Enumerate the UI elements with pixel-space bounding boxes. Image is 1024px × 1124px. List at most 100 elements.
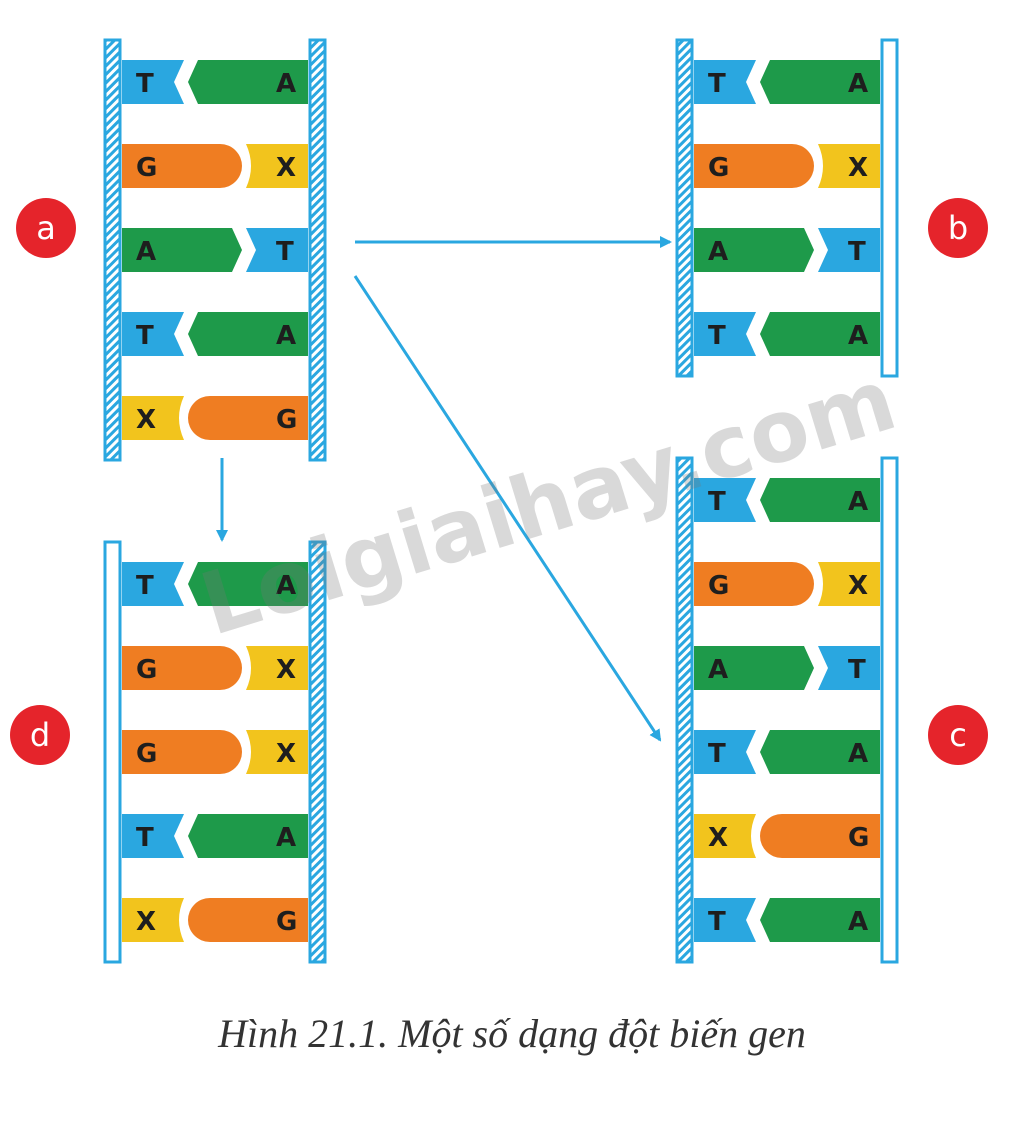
base-label: A (276, 571, 296, 601)
base-label: G (136, 655, 157, 685)
strand-right-a (308, 38, 327, 462)
base-label: A (276, 321, 296, 351)
base-T (122, 814, 184, 858)
base-T (694, 312, 756, 356)
base-label: A (848, 321, 868, 351)
strand-right-b (880, 38, 899, 378)
base-label: A (136, 237, 156, 267)
base-A (760, 898, 880, 942)
base-label: X (276, 153, 296, 183)
label-badge-b: b (928, 198, 988, 258)
base-label: A (848, 69, 868, 99)
base-A (760, 312, 880, 356)
base-G (760, 814, 880, 858)
strand-right-c (880, 456, 899, 964)
base-G (694, 144, 814, 188)
base-X (818, 562, 880, 606)
base-G (188, 396, 308, 440)
base-label: A (276, 823, 296, 853)
base-X (122, 898, 184, 942)
base-T (694, 730, 756, 774)
badge-letter: c (949, 716, 967, 754)
base-label: G (136, 153, 157, 183)
base-label: T (708, 907, 726, 937)
base-label: G (276, 907, 297, 937)
base-label: T (848, 237, 866, 267)
base-label: A (848, 739, 868, 769)
base-label: T (136, 571, 154, 601)
label-badge-d: d (10, 705, 70, 765)
strand-right-d (308, 540, 327, 964)
base-label: X (136, 405, 156, 435)
base-label: T (708, 321, 726, 351)
base-A (694, 646, 814, 690)
base-label: X (848, 571, 868, 601)
base-G (122, 646, 242, 690)
base-T (694, 60, 756, 104)
base-X (246, 144, 308, 188)
strand-left-c (675, 456, 694, 964)
base-label: G (708, 153, 729, 183)
base-X (246, 730, 308, 774)
base-label: A (848, 907, 868, 937)
base-X (694, 814, 756, 858)
base-label: T (848, 655, 866, 685)
base-T (818, 646, 880, 690)
base-label: G (848, 823, 869, 853)
base-G (694, 562, 814, 606)
base-label: T (136, 321, 154, 351)
base-A (694, 228, 814, 272)
figure-caption: Hình 21.1. Một số dạng đột biến gen (218, 1011, 806, 1056)
base-label: T (276, 237, 294, 267)
base-label: A (276, 69, 296, 99)
base-T (694, 478, 756, 522)
base-label: T (708, 739, 726, 769)
base-A (188, 814, 308, 858)
base-T (122, 60, 184, 104)
label-badge-c: c (928, 705, 988, 765)
base-label: A (708, 237, 728, 267)
base-label: G (276, 405, 297, 435)
base-G (122, 730, 242, 774)
base-label: G (708, 571, 729, 601)
base-label: A (708, 655, 728, 685)
base-G (122, 144, 242, 188)
base-A (188, 562, 308, 606)
base-A (760, 60, 880, 104)
base-label: X (708, 823, 728, 853)
label-badge-a: a (16, 198, 76, 258)
base-label: T (708, 487, 726, 517)
base-T (818, 228, 880, 272)
base-label: T (708, 69, 726, 99)
base-G (188, 898, 308, 942)
badge-letter: b (948, 209, 968, 247)
strand-left-b (675, 38, 694, 378)
base-A (188, 312, 308, 356)
base-label: T (136, 69, 154, 99)
base-label: X (848, 153, 868, 183)
base-T (122, 312, 184, 356)
badge-letter: d (30, 716, 50, 754)
